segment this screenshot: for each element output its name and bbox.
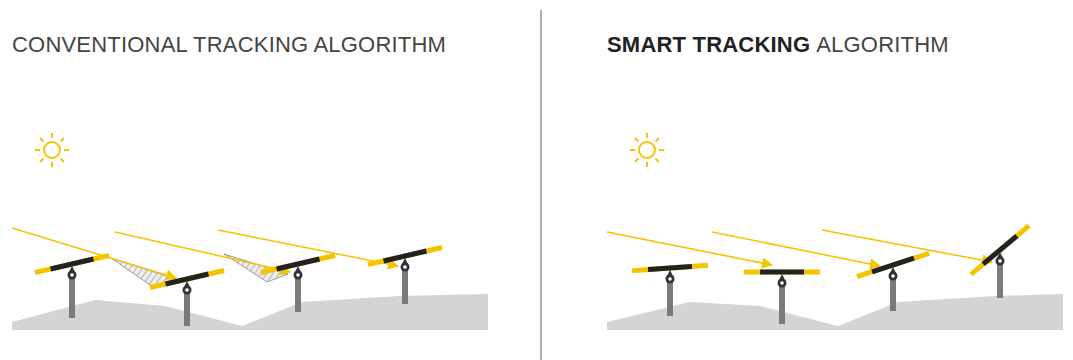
tracker-panel <box>632 226 1029 288</box>
panel-title: CONVENTIONAL TRACKING ALGORITHM <box>12 32 446 58</box>
panel-divider <box>540 10 542 360</box>
title-emphasis: SMART TRACKING <box>607 32 810 57</box>
title-text: ALGORITHM <box>816 32 949 57</box>
title-text: CONVENTIONAL TRACKING ALGORITHM <box>12 32 446 57</box>
sun-ray <box>607 230 992 266</box>
sun-icon <box>630 133 664 167</box>
sun-icon <box>35 133 69 167</box>
ground <box>607 294 1063 330</box>
ground <box>12 294 488 330</box>
panel-title: SMART TRACKINGALGORITHM <box>607 32 949 58</box>
tracker-panel <box>35 247 442 294</box>
tracker-post <box>667 258 1003 324</box>
tracker-post <box>69 264 408 326</box>
